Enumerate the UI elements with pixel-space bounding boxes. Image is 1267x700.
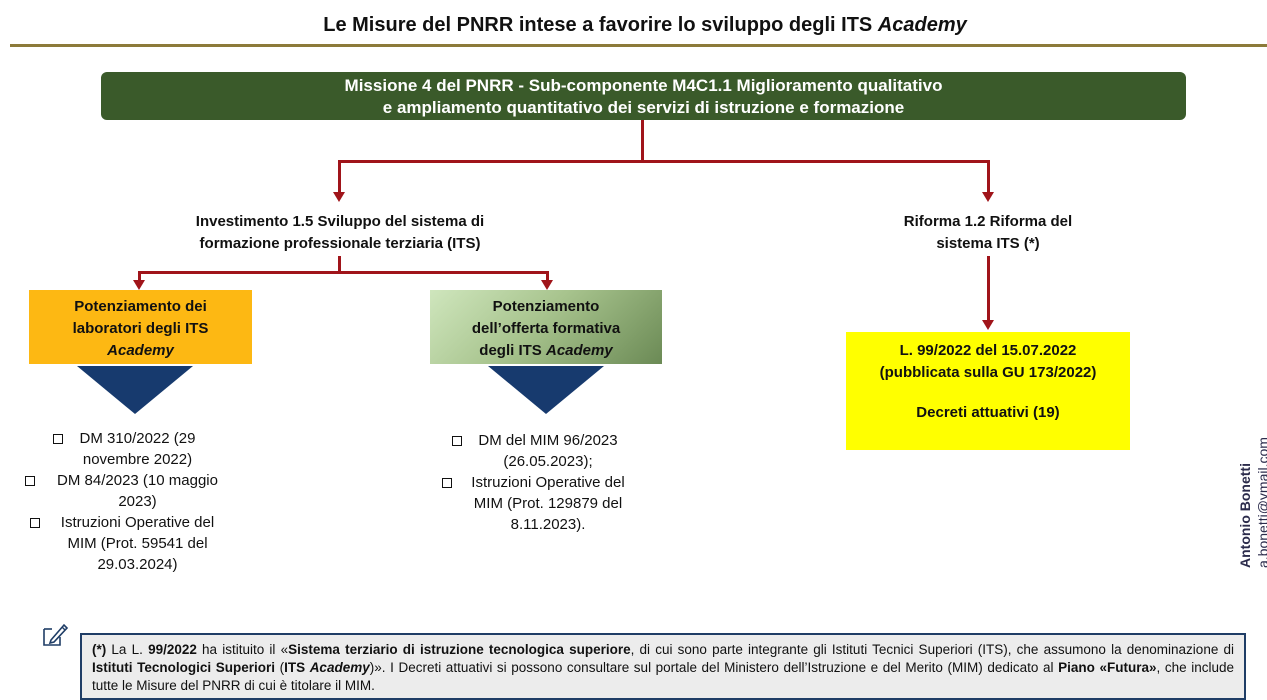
triangle-laboratori bbox=[77, 366, 193, 414]
list-item-line: DM del MIM 96/2023 bbox=[478, 432, 618, 449]
arrow-to-legge bbox=[982, 320, 994, 330]
note-sistema: Sistema terziario di istruzione tecnolog… bbox=[288, 642, 631, 657]
notepad-pencil-icon bbox=[40, 619, 70, 649]
connector-to-offerta bbox=[546, 271, 549, 281]
page-title: Le Misure del PNRR intese a favorire lo … bbox=[0, 14, 1267, 37]
list-offerta: DM del MIM 96/2023 (26.05.2023); Istruzi… bbox=[430, 430, 666, 535]
legge-line-3: Decreti attuativi (19) bbox=[916, 404, 1060, 421]
author-credit: Antonio Bonetti a.bonetti@ymail.com bbox=[1236, 398, 1267, 568]
riforma-label: Riforma 1.2 Riforma del sistema ITS (*) bbox=[868, 211, 1108, 255]
arrow-to-investimento bbox=[333, 192, 345, 202]
note-law: 99/2022 bbox=[148, 642, 197, 657]
list-item: DM 310/2022 (29 novembre 2022) bbox=[20, 428, 255, 470]
arrow-to-riforma bbox=[982, 192, 994, 202]
note-text: La L. bbox=[106, 642, 149, 657]
connector-investimento-down bbox=[338, 256, 341, 273]
checkbox-icon bbox=[25, 476, 35, 486]
checkbox-icon bbox=[30, 518, 40, 528]
offerta-line-3: degli ITS bbox=[479, 342, 546, 359]
box-potenziamento-laboratori: Potenziamento dei laboratori degli ITS A… bbox=[29, 290, 252, 364]
footnote-box: (*) La L. 99/2022 ha istituito il «Siste… bbox=[80, 633, 1246, 700]
box-legge-99-2022: L. 99/2022 del 15.07.2022 (pubblicata su… bbox=[846, 332, 1130, 450]
connector-mission-horizontal bbox=[338, 160, 990, 163]
checkbox-icon bbox=[442, 478, 452, 488]
connector-to-laboratori bbox=[138, 271, 141, 281]
offerta-line-2: dell’offerta formativa bbox=[471, 320, 621, 337]
title-text: Le Misure del PNRR intese a favorire lo … bbox=[323, 14, 878, 36]
note-its: ITS bbox=[284, 660, 310, 675]
title-italic: Academy bbox=[877, 14, 967, 36]
connector-riforma-down bbox=[987, 256, 990, 320]
list-item-line: 29.03.2024) bbox=[97, 556, 178, 573]
list-item: Istruzioni Operative del MIM (Prot. 5954… bbox=[20, 512, 255, 575]
checkbox-icon bbox=[452, 436, 462, 446]
note-academy: Academy bbox=[309, 660, 370, 675]
list-item: Istruzioni Operative del MIM (Prot. 1298… bbox=[430, 472, 666, 535]
note-text: ( bbox=[274, 660, 285, 675]
list-item-line: 8.11.2023). bbox=[510, 516, 586, 533]
connector-mission-down bbox=[641, 120, 644, 162]
list-item-line: MIM (Prot. 59541 del bbox=[67, 535, 208, 552]
note-text: )». I Decreti attuativi si possono consu… bbox=[369, 660, 1059, 675]
author-credit-text: Antonio Bonetti a.bonetti@ymail.com bbox=[1236, 398, 1267, 568]
mission-line-1: Missione 4 del PNRR - Sub-componente M4C… bbox=[344, 76, 943, 95]
arrow-to-laboratori bbox=[133, 280, 145, 290]
connector-to-investimento bbox=[338, 160, 341, 192]
note-marker: (*) bbox=[92, 642, 107, 657]
list-item-line: MIM (Prot. 129879 del bbox=[473, 495, 623, 512]
connector-investimento-horizontal bbox=[138, 271, 549, 274]
investimento-line-2: formazione professionale terziaria (ITS) bbox=[199, 235, 481, 252]
offerta-line-3-italic: Academy bbox=[545, 342, 613, 359]
note-text: , che include tutte le Misure del PNRR d… bbox=[92, 660, 1234, 693]
list-item-line: Istruzioni Operative del bbox=[471, 474, 625, 491]
investimento-line-1: Investimento 1.5 Sviluppo del sistema di bbox=[195, 213, 485, 230]
list-item-line: DM 310/2022 (29 bbox=[79, 430, 196, 447]
list-item-line: DM 84/2023 (10 maggio bbox=[57, 472, 218, 489]
riforma-line-2: sistema ITS (*) bbox=[936, 235, 1040, 252]
author-email: a.bonetti@ymail.com bbox=[1255, 437, 1267, 568]
riforma-line-1: Riforma 1.2 Riforma del bbox=[903, 213, 1073, 230]
list-laboratori: DM 310/2022 (29 novembre 2022) DM 84/202… bbox=[20, 428, 255, 575]
note-istituti: Istituti Tecnologici Superiori bbox=[92, 660, 275, 675]
laboratori-line-2: laboratori degli ITS bbox=[72, 320, 209, 337]
list-item-line: (26.05.2023); bbox=[503, 453, 593, 470]
checkbox-icon bbox=[53, 434, 63, 444]
list-item: DM del MIM 96/2023 (26.05.2023); bbox=[430, 430, 666, 472]
list-item-line: 2023) bbox=[118, 493, 157, 510]
laboratori-line-3: Academy bbox=[107, 342, 174, 359]
triangle-offerta bbox=[488, 366, 604, 414]
arrow-to-offerta bbox=[541, 280, 553, 290]
note-text: , di cui sono parte integrante gli Istit… bbox=[630, 642, 1235, 657]
legge-line-1: L. 99/2022 del 15.07.2022 bbox=[899, 342, 1077, 359]
note-piano-futura: Piano «Futura» bbox=[1058, 660, 1157, 675]
mission-line-2: e ampliamento quantitativo dei servizi d… bbox=[382, 98, 905, 117]
author-name: Antonio Bonetti bbox=[1237, 463, 1253, 568]
title-divider bbox=[10, 44, 1267, 47]
investimento-label: Investimento 1.5 Sviluppo del sistema di… bbox=[140, 211, 540, 255]
mission-box: Missione 4 del PNRR - Sub-componente M4C… bbox=[101, 72, 1186, 120]
note-text: ha istituito il « bbox=[196, 642, 289, 657]
legge-line-2: (pubblicata sulla GU 173/2022) bbox=[879, 364, 1097, 381]
list-item-line: Istruzioni Operative del bbox=[60, 514, 215, 531]
box-potenziamento-offerta: Potenziamento dell’offerta formativa deg… bbox=[430, 290, 662, 364]
laboratori-line-1: Potenziamento dei bbox=[74, 298, 207, 315]
list-item: DM 84/2023 (10 maggio 2023) bbox=[20, 470, 255, 512]
list-item-line: novembre 2022) bbox=[82, 451, 193, 468]
connector-to-riforma bbox=[987, 160, 990, 192]
offerta-line-1: Potenziamento bbox=[492, 298, 600, 315]
